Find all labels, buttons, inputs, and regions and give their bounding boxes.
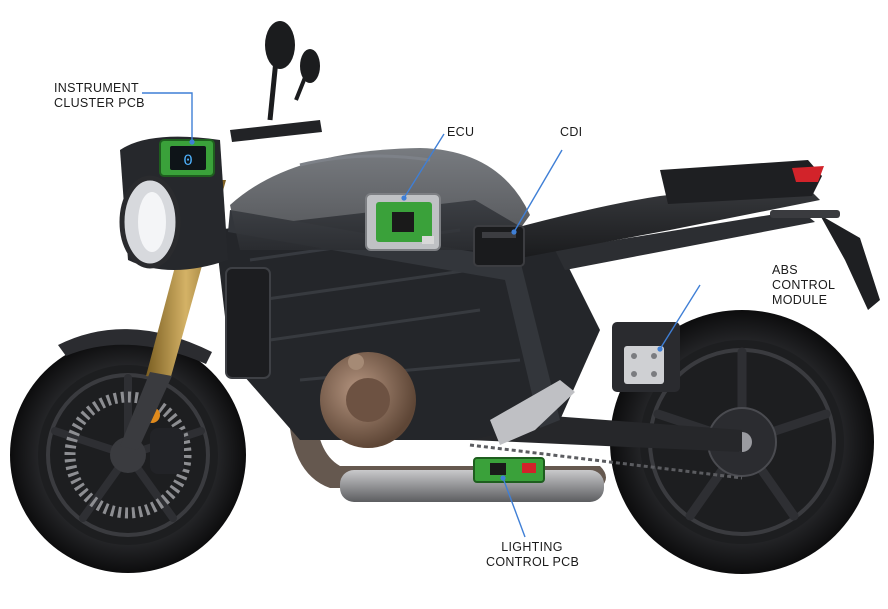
exhaust-muffler — [340, 470, 604, 502]
label-ecu: ECU — [447, 125, 474, 140]
label-abs-line3: MODULE — [772, 293, 828, 307]
label-abs-control-module: ABS CONTROL MODULE — [772, 263, 835, 308]
dash-speed-readout: 0 — [183, 152, 193, 170]
mirror-stem — [267, 59, 279, 121]
brake-caliper — [150, 428, 184, 474]
label-abs-line1: ABS — [772, 263, 798, 277]
front-wheel — [10, 337, 246, 573]
label-lighting-line2: CONTROL PCB — [486, 555, 580, 569]
leader-abs — [659, 284, 701, 350]
tail-section — [660, 160, 822, 204]
instrument-cluster-pcb: 0 — [159, 139, 215, 177]
tail-light — [792, 166, 824, 182]
label-abs-line2: CONTROL — [772, 278, 836, 292]
leader-ecu — [403, 133, 445, 199]
drive-chain — [469, 443, 743, 480]
label-instrument-cluster-pcb: INSTRUMENT CLUSTER PCB — [54, 81, 145, 111]
abs-control-module — [612, 322, 680, 392]
leader-lines — [142, 92, 701, 538]
ecu-module — [365, 193, 441, 251]
leader-cdi — [513, 149, 563, 233]
brake-disc — [64, 391, 192, 519]
handlebar — [230, 120, 322, 142]
mirror — [265, 21, 295, 69]
leader-instrument-cluster — [142, 92, 193, 142]
lighting-control-pcb — [473, 457, 545, 483]
license-bracket — [820, 215, 880, 310]
label-lighting-line1: LIGHTING — [501, 540, 563, 554]
label-instrument-cluster-line1: INSTRUMENT — [54, 81, 139, 95]
label-cdi: CDI — [560, 125, 582, 140]
footpeg-bracket — [490, 380, 575, 445]
cdi-unit — [473, 225, 525, 267]
label-instrument-cluster-line2: CLUSTER PCB — [54, 96, 145, 110]
label-ecu-text: ECU — [447, 125, 475, 139]
radiator — [225, 267, 271, 379]
rear-subframe — [555, 210, 815, 270]
label-lighting-control-pcb: LIGHTING CONTROL PCB — [486, 540, 580, 570]
leader-lighting — [502, 477, 526, 538]
label-cdi-text: CDI — [560, 125, 583, 139]
